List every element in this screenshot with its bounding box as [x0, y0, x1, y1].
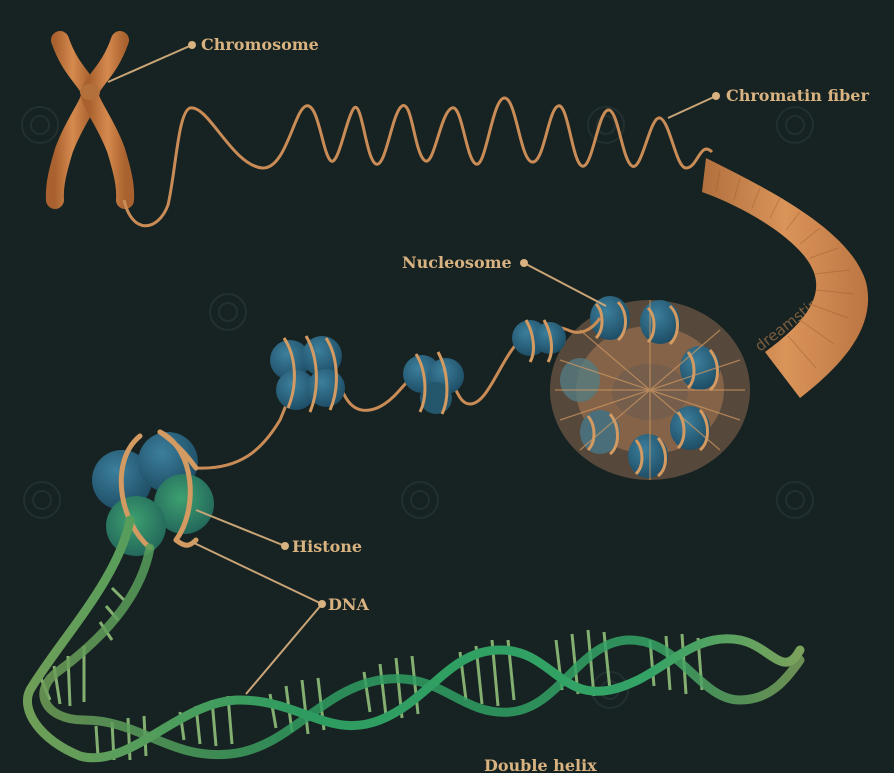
label-chromosome: Chromosome	[201, 35, 319, 54]
double-helix	[22, 515, 805, 763]
leader-lines	[107, 44, 717, 695]
histone-octamer	[92, 429, 214, 556]
chromosome-shape	[45, 31, 135, 209]
label-chromatin-fiber: Chromatin fiber	[726, 86, 869, 105]
chromatin-fiber-band	[702, 158, 869, 398]
watermark-marks	[21, 106, 814, 709]
label-histone: Histone	[292, 537, 362, 556]
chromatin-thread	[122, 96, 714, 228]
label-double-helix: Double helix	[484, 756, 597, 773]
nucleosome-rosette	[550, 296, 750, 480]
label-nucleosome: Nucleosome	[402, 253, 512, 272]
nucleosome-beads	[270, 319, 566, 415]
fiber-stripes	[715, 169, 855, 369]
leader-dots	[188, 41, 720, 608]
label-dna: DNA	[328, 595, 370, 614]
